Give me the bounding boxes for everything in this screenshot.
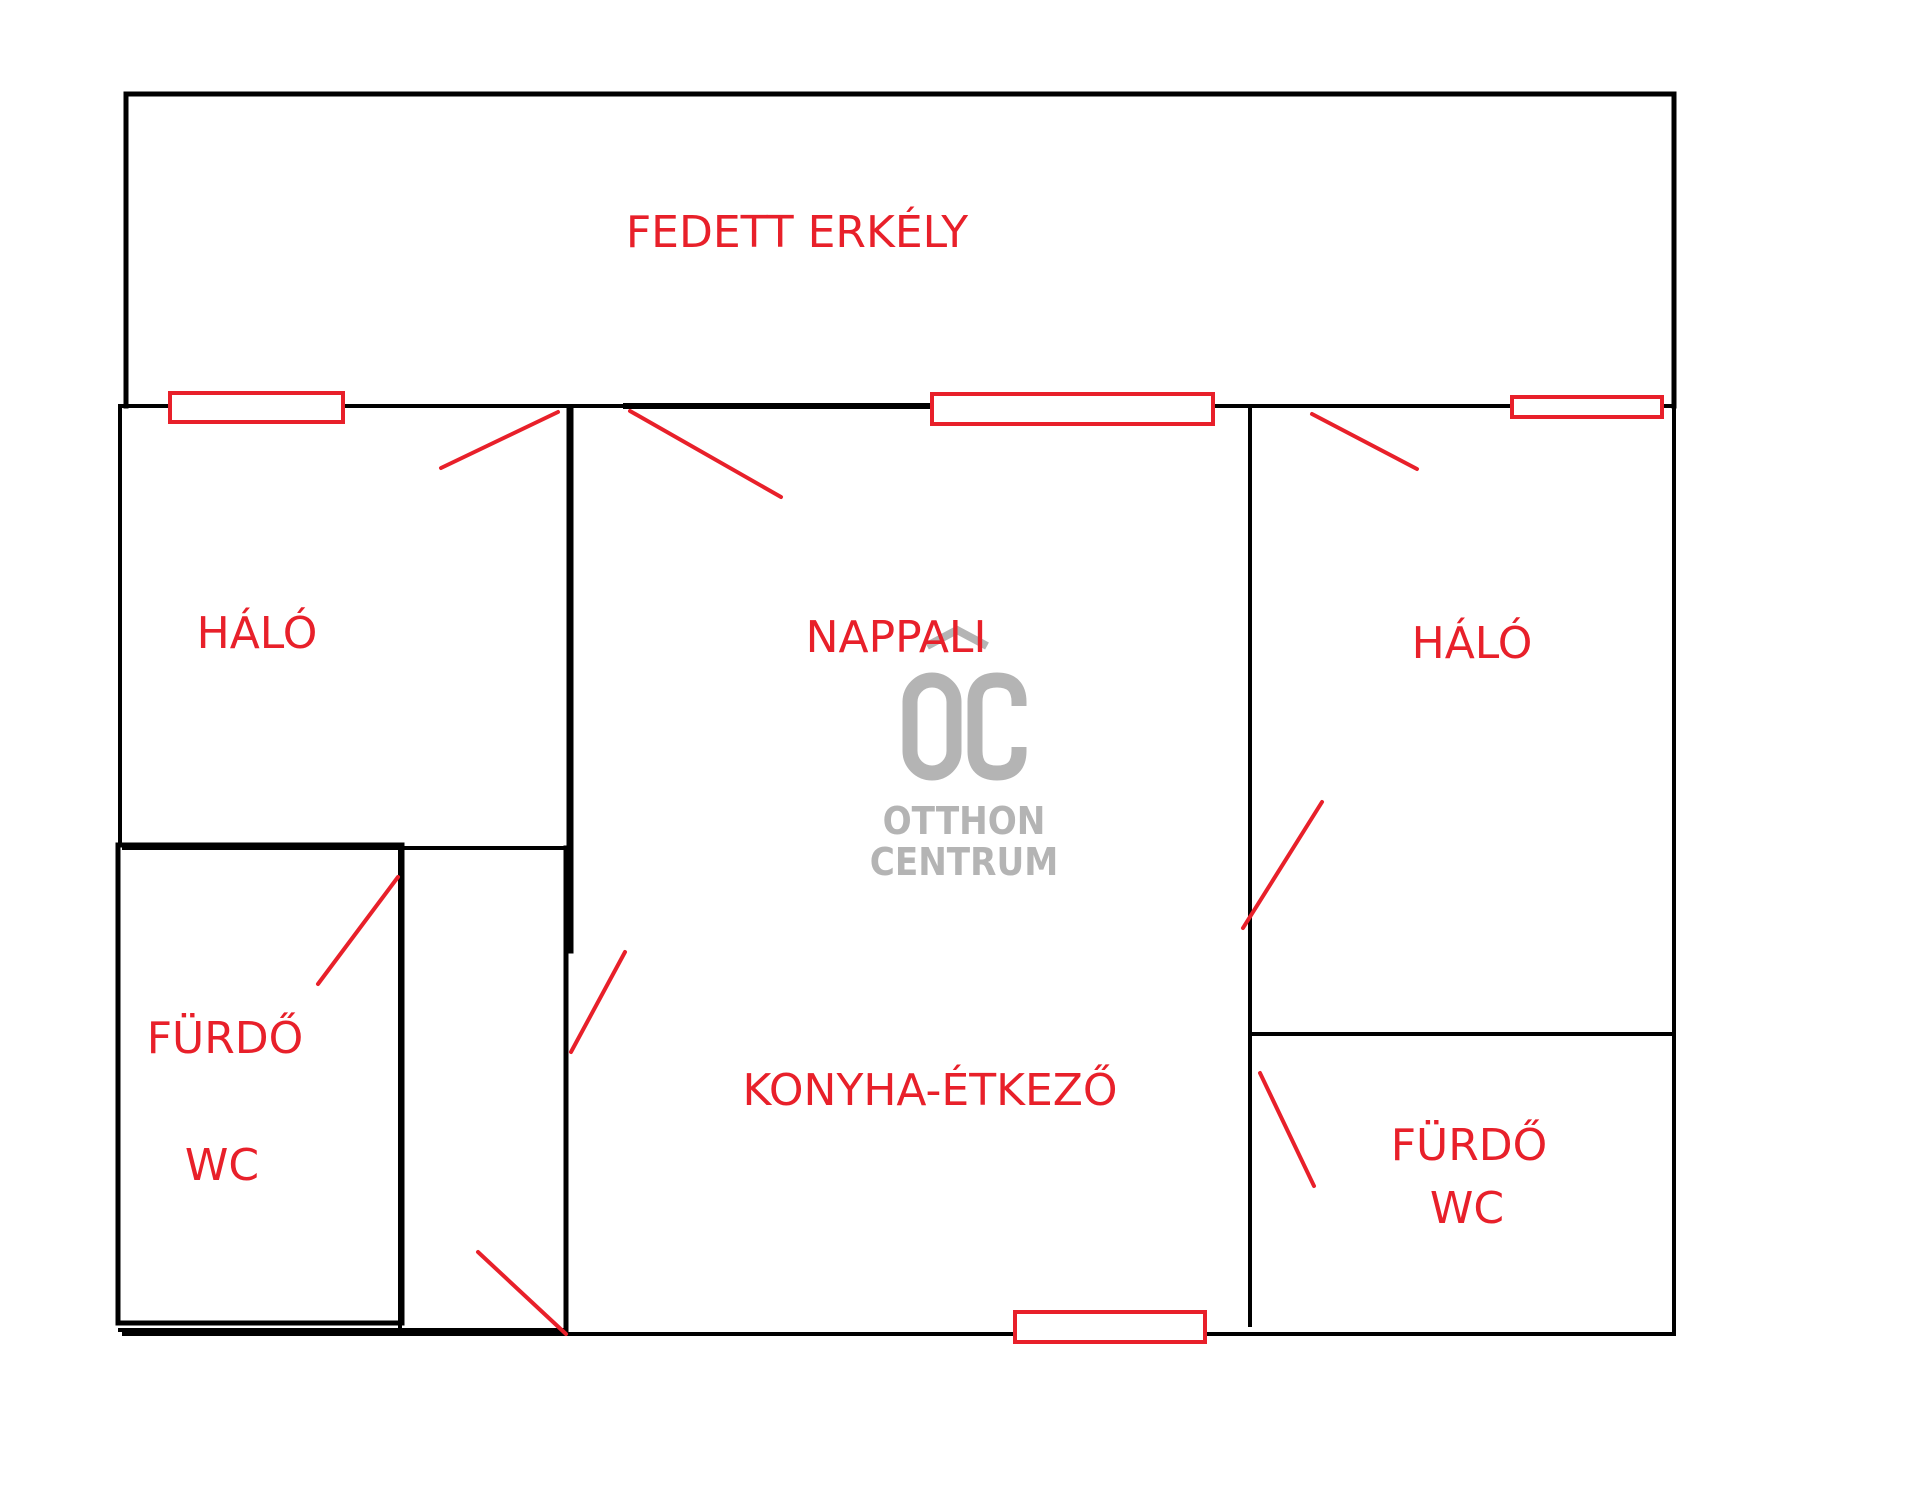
label-furdo-right: FÜRDŐ <box>1391 1118 1548 1171</box>
door-entrance <box>476 1250 568 1336</box>
label-nappali: NAPPALI <box>806 612 987 663</box>
room-labels: FEDETT ERKÉLY HÁLÓ NAPPALI HÁLÓ FÜRDŐ WC… <box>147 205 1548 1234</box>
door-right-bathroom <box>1258 1071 1316 1188</box>
door-right-bedroom-balcony <box>1310 412 1419 471</box>
logo-text-otthon: OTTHON <box>883 799 1046 843</box>
logo-text-centrum: CENTRUM <box>870 840 1059 884</box>
left-bathroom-walls <box>115 842 568 1332</box>
doors <box>316 409 1419 1336</box>
interior-walls <box>122 403 1676 1335</box>
door-living-room-balcony <box>628 409 783 499</box>
label-konyha-etkezo: KONYHA-ÉTKEZŐ <box>742 1063 1117 1116</box>
window-kitchen <box>1013 1310 1207 1344</box>
label-wc-left: WC <box>185 1140 259 1191</box>
door-hall-living <box>569 950 627 1054</box>
label-halo-left: HÁLÓ <box>197 606 318 659</box>
logo-o-icon <box>902 672 962 781</box>
logo-c-icon <box>967 672 1027 781</box>
otthon-centrum-logo: OTTHON CENTRUM <box>870 625 1059 884</box>
label-furdo-left: FÜRDŐ <box>147 1011 304 1064</box>
door-right-bedroom <box>1241 800 1324 930</box>
window-left-bedroom <box>168 391 345 424</box>
label-fedett-erkely: FEDETT ERKÉLY <box>626 205 968 258</box>
door-left-bathroom <box>316 875 400 986</box>
balcony-walls <box>123 91 1677 409</box>
windows <box>168 391 1664 1344</box>
logo-roof-icon <box>925 625 989 650</box>
window-living-room <box>930 392 1215 426</box>
window-right-bedroom <box>1510 395 1664 419</box>
exterior-walls <box>118 404 1676 1336</box>
label-wc-right: WC <box>1430 1183 1504 1234</box>
label-halo-right: HÁLÓ <box>1412 616 1533 669</box>
door-left-bedroom-balcony <box>439 410 560 470</box>
